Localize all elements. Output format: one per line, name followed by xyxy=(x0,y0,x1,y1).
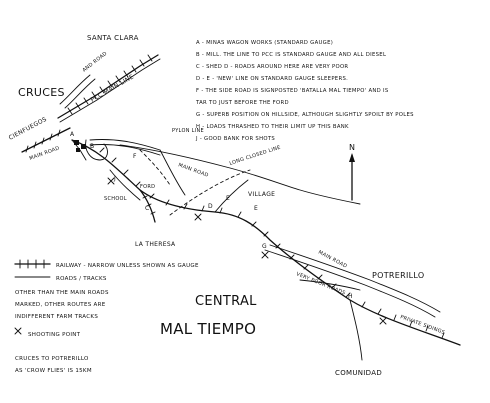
note-line: A - MINAS WAGON WORKS (STANDARD GAUGE) xyxy=(196,40,333,46)
point-letter-c: C xyxy=(145,205,150,212)
north-arrow: N xyxy=(349,143,355,201)
note-line: D - E - 'NEW' LINE ON STANDARD GAUGE SLE… xyxy=(196,76,348,82)
legend-railway-text: RAILWAY - NARROW UNLESS SHOWN AS GAUGE xyxy=(56,263,199,269)
railway-main-route xyxy=(71,139,461,346)
map-title-mal-tiempo: MAL TIEMPO xyxy=(160,320,256,338)
legend-roads-note-3: INDIFFERENT FARM TRACKS xyxy=(15,314,98,320)
note-line: H - LOADS THRASHED TO THEIR LIMIT UP THI… xyxy=(196,124,349,130)
long-closed-line xyxy=(169,169,251,216)
place-comunidad: COMUNIDAD xyxy=(335,369,382,377)
legend-roads-note-2: MARKED, OTHER ROUTES ARE xyxy=(15,302,106,308)
note-line: G - SUPERB POSITION ON HILLSIDE, ALTHOUG… xyxy=(196,112,414,118)
legend-roads-text: ROADS / TRACKS xyxy=(56,276,107,282)
point-letter-h: H xyxy=(348,293,353,300)
legend-railway: RAILWAY - NARROW UNLESS SHOWN AS GAUGE xyxy=(14,259,199,269)
point-letter-a: A xyxy=(70,131,75,138)
label-and-road: AND ROAD xyxy=(82,51,109,74)
point-letter-d: D xyxy=(208,203,213,210)
legend-roads-note-1: OTHER THAN THE MAIN ROADS xyxy=(15,290,109,296)
label-main-road-mid: MAIN ROAD xyxy=(177,162,209,179)
point-letter-e-2: E xyxy=(254,205,258,212)
legend: RAILWAY - NARROW UNLESS SHOWN AS GAUGE R… xyxy=(14,259,199,374)
legend-roads: ROADS / TRACKS xyxy=(14,276,107,282)
label-ford: FORD xyxy=(140,184,155,190)
legend-viewpoint-text: SHOOTING POINT xyxy=(28,332,81,338)
notes-key: A - MINAS WAGON WORKS (STANDARD GAUGE) B… xyxy=(195,40,414,142)
place-cienfuegos: CIENFUEGOS xyxy=(8,116,48,142)
place-cruces: CRUCES xyxy=(18,86,65,99)
shooting-points xyxy=(107,177,387,325)
cruces-town-blocks xyxy=(74,140,86,152)
legend-viewpoint: SHOOTING POINT xyxy=(14,327,81,338)
label-main-road-w: MAIN ROAD xyxy=(29,145,61,162)
label-pcc-main-line: PCC MAIN LINE xyxy=(90,73,136,103)
point-letter-e-1: E xyxy=(226,195,230,202)
note-line: B - MILL. THE LINE TO PCC IS STANDARD GA… xyxy=(196,52,386,58)
point-letter-b: B xyxy=(90,143,94,150)
label-long-closed-line: LONG CLOSED LINE xyxy=(229,145,282,167)
label-pylon-line: PYLON LINE xyxy=(172,128,204,134)
railway-west xyxy=(21,127,71,153)
north-letter: N xyxy=(349,143,355,152)
point-letter-j: J xyxy=(113,175,116,182)
railway-la-theresa-branch xyxy=(139,189,156,223)
note-line: F - THE SIDE ROAD IS SIGNPOSTED 'BATALLA… xyxy=(196,88,389,94)
note-line: J - GOOD BANK FOR SHOTS xyxy=(195,136,275,142)
place-potrerillo: POTRERILLO xyxy=(372,271,424,280)
note-line: C - SHED D - ROADS AROUND HERE ARE VERY … xyxy=(196,64,348,70)
map-title-central: CENTRAL xyxy=(195,294,257,309)
note-line: TAR TO JUST BEFORE THE FORD xyxy=(195,100,289,106)
legend-distance-2: AS 'CROW FLIES' IS 15KM xyxy=(15,368,92,374)
point-letter-g: G xyxy=(262,243,267,250)
point-letter-f: F xyxy=(133,153,137,160)
place-school: SCHOOL xyxy=(104,196,127,202)
place-la-theresa: LA THERESA xyxy=(135,241,176,248)
pcc-main-line xyxy=(57,54,161,123)
place-santa-clara: SANTA CLARA xyxy=(87,34,139,42)
place-village: VILLAGE xyxy=(248,191,275,198)
point-letters: A B C D E E F G H J xyxy=(70,131,353,300)
roads xyxy=(59,74,441,361)
legend-distance-1: CRUCES TO POTRERILLO xyxy=(15,356,89,362)
